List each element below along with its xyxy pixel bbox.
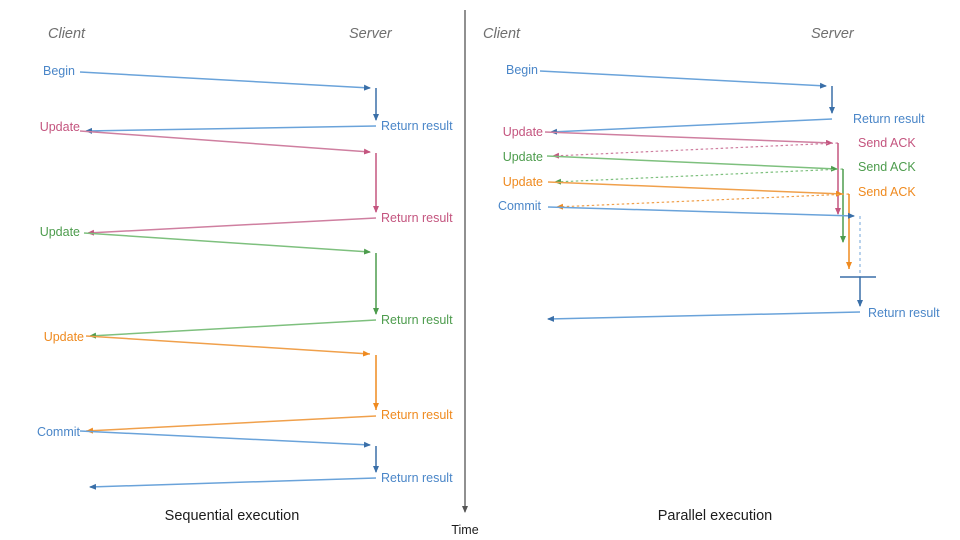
right-actor-server: Server [811, 26, 855, 42]
right-server-label-ack-2: Send ACK [858, 160, 916, 174]
right-exchange-update-3 [547, 181, 852, 269]
left-server-label-return-3: Return result [381, 313, 453, 327]
right-update2-request-arrow [546, 155, 838, 172]
time-axis-group: Time [451, 10, 479, 537]
right-server-label-ack-3: Send ACK [858, 185, 916, 199]
right-update1-ack-arrow [552, 142, 839, 159]
right-commit-request-arrow [547, 206, 855, 219]
left-server-label-return-1: Return result [381, 119, 453, 133]
right-client-label-commit: Commit [498, 199, 542, 213]
right-exchange-commit-transaction [547, 206, 876, 322]
left-update2-request-arrow [83, 232, 371, 255]
left-update3-response-arrow [85, 415, 377, 434]
left-exchange-update-2 [83, 232, 379, 339]
left-exchange-update-3 [85, 335, 379, 434]
left-server-label-return-2: Return result [381, 211, 453, 225]
left-actor-client: Client [48, 26, 86, 42]
left-client-label-update-1: Update [40, 120, 80, 134]
right-exchange-update-2 [546, 155, 846, 243]
right-server-label-ack-1: Send ACK [858, 136, 916, 150]
right-server-label-return-2: Return result [868, 306, 940, 320]
right-begin-response-arrow [550, 118, 833, 135]
right-update3-ack-arrow [555, 193, 850, 210]
right-client-label-begin: Begin [506, 63, 538, 77]
right-exchange-update-1 [544, 131, 841, 215]
time-axis-label: Time [451, 523, 478, 537]
left-exchange-begin-transaction [79, 71, 379, 134]
left-panel-caption: Sequential execution [165, 508, 300, 524]
right-commit-response-arrow [547, 311, 861, 322]
right-exchange-begin-transaction [539, 70, 835, 135]
left-update3-request-arrow [85, 335, 371, 357]
left-client-label-update-3: Update [44, 330, 84, 344]
left-client-label-commit: Commit [37, 425, 81, 439]
right-update2-ack-arrow [554, 168, 844, 185]
right-update3-request-arrow [547, 181, 844, 197]
right-begin-request-arrow [539, 70, 827, 89]
left-server-label-return-5: Return result [381, 471, 453, 485]
left-exchange-commit-transaction [79, 430, 379, 490]
right-actor-client: Client [483, 26, 521, 42]
sequential-execution-panel: Client Server [37, 26, 453, 524]
left-update2-response-arrow [89, 319, 377, 339]
left-client-label-update-2: Update [40, 225, 80, 239]
left-actor-server: Server [349, 26, 393, 42]
right-panel-caption: Parallel execution [658, 508, 772, 524]
left-begin-response-arrow [85, 125, 377, 134]
right-update1-request-arrow [544, 131, 833, 146]
left-commit-request-arrow [79, 430, 371, 448]
right-server-label-return-1: Return result [853, 112, 925, 126]
left-client-label-begin: Begin [43, 64, 75, 78]
parallel-execution-panel: Client Server [483, 26, 940, 524]
right-client-label-update-3: Update [503, 175, 543, 189]
right-client-label-update-1: Update [503, 125, 543, 139]
left-update1-response-arrow [87, 217, 377, 236]
left-update1-request-arrow [79, 130, 371, 155]
right-client-label-update-2: Update [503, 150, 543, 164]
left-begin-request-arrow [79, 71, 371, 91]
left-server-label-return-4: Return result [381, 408, 453, 422]
left-exchange-update-1 [79, 130, 379, 236]
left-commit-response-arrow [89, 477, 377, 490]
